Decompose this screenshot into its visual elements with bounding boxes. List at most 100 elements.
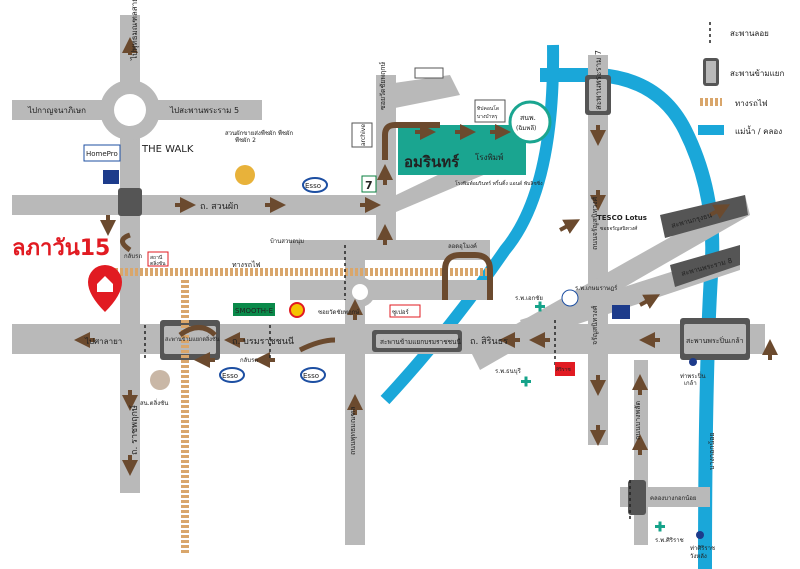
dannuan-logo [235, 165, 255, 185]
svg-text:7: 7 [365, 179, 373, 192]
road-label-borom: ถ. บรมราชชนนี [232, 336, 294, 347]
tips-label: ทิปคอนโด [477, 105, 499, 112]
pata-sign [612, 305, 630, 319]
pier-label2: เกล้า [684, 380, 697, 387]
pier-sirirat-label: ท่าศิริราช [690, 545, 715, 552]
archive-logo: archive [351, 122, 373, 148]
svg-text:SMOOTH-E: SMOOTH-E [235, 307, 273, 315]
smooth-e-logo: SMOOTH-E [233, 303, 275, 316]
wat-logo [150, 370, 170, 390]
road-label-soi: ถนนพุทธมณฑล [349, 406, 357, 455]
bridge-pinklao: สะพานพระปิ่นเกล้า [686, 336, 744, 345]
road-rail-parallel [290, 280, 490, 300]
canal-label: คลองบางกอกน้อย [650, 495, 696, 502]
interchange-lower [628, 480, 646, 515]
bridge-taling-chan: สะพานข้ามแยกตลิ่งชัน [165, 335, 220, 343]
esso-logo-2: Esso [219, 367, 245, 383]
road-charan [588, 55, 608, 445]
svg-text:HomePro: HomePro [86, 150, 118, 158]
dannuan-label: สวนผักขายส่งพืชผัก พืชผัก [225, 129, 293, 137]
road-label-ratchaphruek: ถ. ราชพฤกษ์ [128, 405, 140, 455]
tips-box [474, 99, 506, 123]
svg-text:Esso: Esso [222, 372, 238, 380]
legend-river-label: แม่น้ำ / คลอง [735, 127, 783, 136]
wat-label: สน.ตลิ่งชัน [140, 399, 168, 407]
dannuan-label2: พืชผัก 2 [235, 136, 256, 144]
bridge-borom: สะพานข้ามแยกบรมราชชนนี [380, 338, 461, 346]
road-label-sawanpak: ถ. สวนผัก [200, 202, 239, 212]
page-title: ลภาวัน15 [12, 236, 111, 261]
subplace-label2: (ฉิมพลี) [516, 124, 536, 132]
road-amarin-approach [380, 75, 460, 110]
station-label2: ตลิ่งชัน [150, 260, 166, 267]
seven-eleven-logo: 7 [361, 175, 377, 193]
small-box-top [414, 67, 444, 79]
road-label-bangphlat: ถนนบางพลัด [634, 401, 642, 440]
kalbrot-label: กลับรถ [124, 253, 142, 260]
road-label-kanchanaphisek: ไปกาญจนาภิเษก [27, 106, 86, 115]
pier-dot-icon [689, 358, 697, 366]
pier-sirirat-label2: วังหลัง [690, 553, 707, 560]
interchange-phraram8 [670, 245, 740, 287]
soi-label: ซอยวัดชัยพฤกษ์ [318, 308, 359, 316]
kalbrot-label2: กลับรถ [240, 357, 258, 364]
road-label-phutthamonthon: ไปพุทธมณฑลสาย1 [130, 0, 139, 61]
interchange-kalbrot [118, 188, 142, 216]
the-walk-label: THE WALK [141, 144, 194, 155]
station-sign [147, 251, 169, 267]
road-label-phraram5: ไปสะพานพระราม 5 [169, 106, 239, 115]
bridge-phraram7: สะพานพระราม 7 [594, 50, 603, 110]
tips-label2: บางบำหรุ [477, 114, 498, 120]
pata-logo [561, 289, 579, 307]
river-label: บางกอกน้อย [708, 432, 716, 470]
amarin-sub: โรงพิมพ์อมรินทร์ พริ้นติ้ง แอนด์ พับลิชช… [455, 178, 543, 187]
hospital3-label: ร.พ.ศิริราช [655, 537, 684, 544]
road-sawanpak [12, 195, 387, 215]
kasem-label: ร.พ.เกษมราษฎร์ [575, 284, 618, 292]
sirirat-sign [555, 362, 575, 376]
hospital2-label: ร.พ.ธนบุรี [495, 367, 522, 375]
road-label-charan: ถนนจรัญสนิทวงศ์ [591, 196, 599, 250]
amarin-print-label: โรงพิมพ์ [475, 152, 503, 162]
svg-text:Esso: Esso [303, 372, 319, 380]
amarin-label: อมรินทร์ [404, 153, 460, 171]
hospital-cross-icon [521, 301, 665, 532]
legend-interchange-label: สะพานข้ามแยก [730, 69, 785, 78]
road-label-charan2: จรัญสนิทวงศ์ [591, 305, 599, 345]
shell-logo [289, 302, 305, 318]
roundabout-mid-inner [352, 284, 368, 300]
svg-text:Esso: Esso [305, 182, 321, 190]
legend-railway-label: ทางรถไฟ [735, 99, 768, 108]
legend-alley-label: สะพานลอย [730, 29, 769, 38]
roundabout-inner [114, 94, 146, 126]
sirirat-label: ศิริราช [556, 366, 571, 373]
railway-label: ทางรถไฟ [232, 260, 260, 269]
loop-uturn [442, 252, 493, 300]
subplace-label: สนพ. [520, 114, 536, 122]
road-label-mid: ซอยวัดชัยพฤกษ์ [379, 62, 387, 110]
supermarket-logo: ซูเปอร์ [389, 304, 421, 318]
station-label: สถานี [150, 254, 163, 261]
legend [698, 22, 724, 135]
pier-dot-icon-2 [696, 531, 704, 539]
hw-badge [103, 170, 119, 184]
fruit-label: บ้านสวนอนุ่ม [270, 238, 304, 245]
road-label-salaya: ไปศาลายา [84, 337, 122, 346]
tesco-sub: ซอยจรัญสนิทวงศ์ [600, 225, 638, 232]
subplace-badge [508, 100, 552, 144]
esso-logo: Esso [302, 177, 328, 193]
direction-arrows [74, 37, 778, 476]
esso-logo-3: Esso [300, 367, 326, 383]
svg-text:archive: archive [360, 124, 367, 146]
road-label-sirinthon: ถ. สิรินธร [470, 336, 508, 347]
home-marker-icon [88, 265, 122, 312]
hospital-label: ร.พ.เอกชัย [515, 295, 543, 302]
svg-text:ซูเปอร์: ซูเปอร์ [392, 308, 410, 316]
homepro-logo: HomePro [83, 144, 121, 162]
pier-label: ท่าพระปิ่น [680, 372, 706, 380]
road-upper-horizontal [290, 240, 490, 260]
svg-text:TESCO Lotus: TESCO Lotus [597, 214, 647, 222]
tesco-logo: TESCO Lotus [597, 214, 647, 222]
loop-label: ลอดอุโมงค์ [448, 242, 477, 250]
